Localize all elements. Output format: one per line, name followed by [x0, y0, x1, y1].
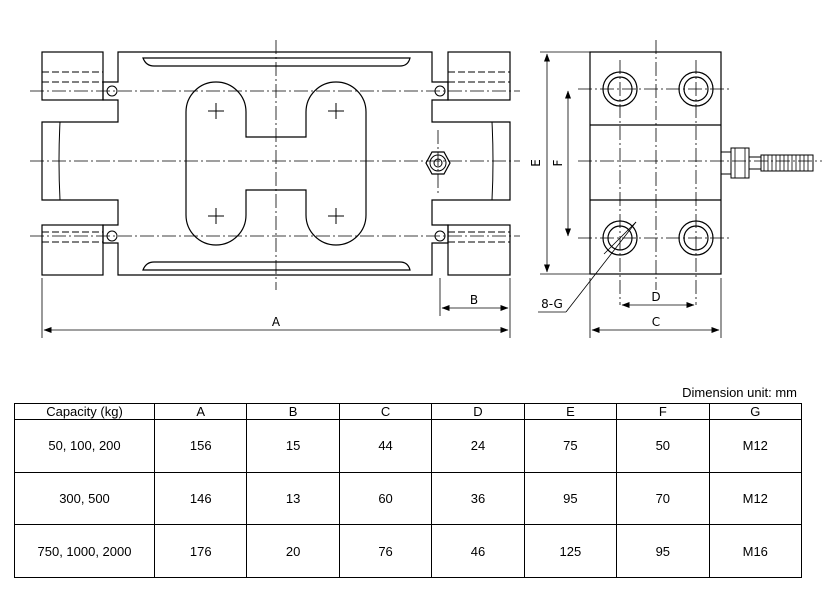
table-cell: 95	[523, 471, 618, 526]
front-view	[41, 51, 511, 276]
technical-drawing: A B	[30, 40, 822, 338]
table-cell: 156	[153, 419, 248, 473]
header-f: F	[616, 403, 710, 420]
h-slot	[185, 81, 367, 246]
table-header-row: Capacity (kg) A B C D E F G	[14, 403, 803, 420]
cable-connector	[720, 151, 732, 175]
header-g: G	[708, 403, 803, 420]
dim-label-f: F	[551, 159, 565, 166]
table-cell: 13	[246, 471, 340, 526]
mount-block-bottom-right	[447, 224, 511, 276]
table-cell: 76	[338, 524, 433, 578]
table-cell: 176	[153, 524, 248, 578]
body-outline	[41, 51, 511, 276]
side-body	[589, 51, 722, 275]
mount-block-top-right	[447, 51, 511, 101]
dim-label-e: E	[529, 159, 543, 167]
dim-label-c: C	[652, 315, 660, 329]
table-row: 50, 100, 200 156 15 44 24 75 50 M12	[14, 419, 803, 473]
table-cell: 15	[246, 419, 340, 473]
table-cell: 60	[338, 471, 433, 526]
hex-nut	[425, 151, 451, 175]
dim-label-d: D	[651, 290, 660, 304]
table-cell: 36	[431, 471, 525, 526]
header-a: A	[153, 403, 248, 420]
table-cell: 750, 1000, 2000	[14, 524, 155, 578]
table-cell: 95	[616, 524, 710, 578]
table-cell: M12	[708, 419, 803, 473]
dimension-table: Capacity (kg) A B C D E F G 50, 100, 200…	[14, 403, 803, 578]
header-d: D	[431, 403, 525, 420]
table-cell: 50, 100, 200	[14, 419, 155, 473]
table-cell: 50	[616, 419, 710, 473]
header-b: B	[246, 403, 340, 420]
dim-label-b: B	[470, 293, 478, 307]
table-cell: 146	[153, 471, 248, 526]
header-capacity: Capacity (kg)	[14, 403, 155, 420]
side-view	[589, 51, 814, 275]
recess-bottom	[142, 261, 411, 271]
header-c: C	[338, 403, 433, 420]
table-cell: 300, 500	[14, 471, 155, 526]
unit-note: Dimension unit: mm	[682, 385, 797, 400]
table-cell: 20	[246, 524, 340, 578]
dim-label-g: 8-G	[541, 297, 563, 311]
table-cell: 125	[523, 524, 618, 578]
table-cell: 46	[431, 524, 525, 578]
table-cell: 75	[523, 419, 618, 473]
table-row: 300, 500 146 13 60 36 95 70 M12	[14, 471, 803, 526]
recess-top	[142, 57, 411, 67]
table-cell: 24	[431, 419, 525, 473]
table-cell: 70	[616, 471, 710, 526]
mount-block-top-left	[41, 51, 104, 101]
table-row: 750, 1000, 2000 176 20 76 46 125 95 M16	[14, 524, 803, 578]
dim-label-a: A	[272, 315, 281, 329]
table-cell: 44	[338, 419, 433, 473]
header-e: E	[523, 403, 618, 420]
table-cell: M16	[708, 524, 803, 578]
cable	[760, 154, 814, 172]
mount-block-bottom-left	[41, 224, 104, 276]
table-cell: M12	[708, 471, 803, 526]
